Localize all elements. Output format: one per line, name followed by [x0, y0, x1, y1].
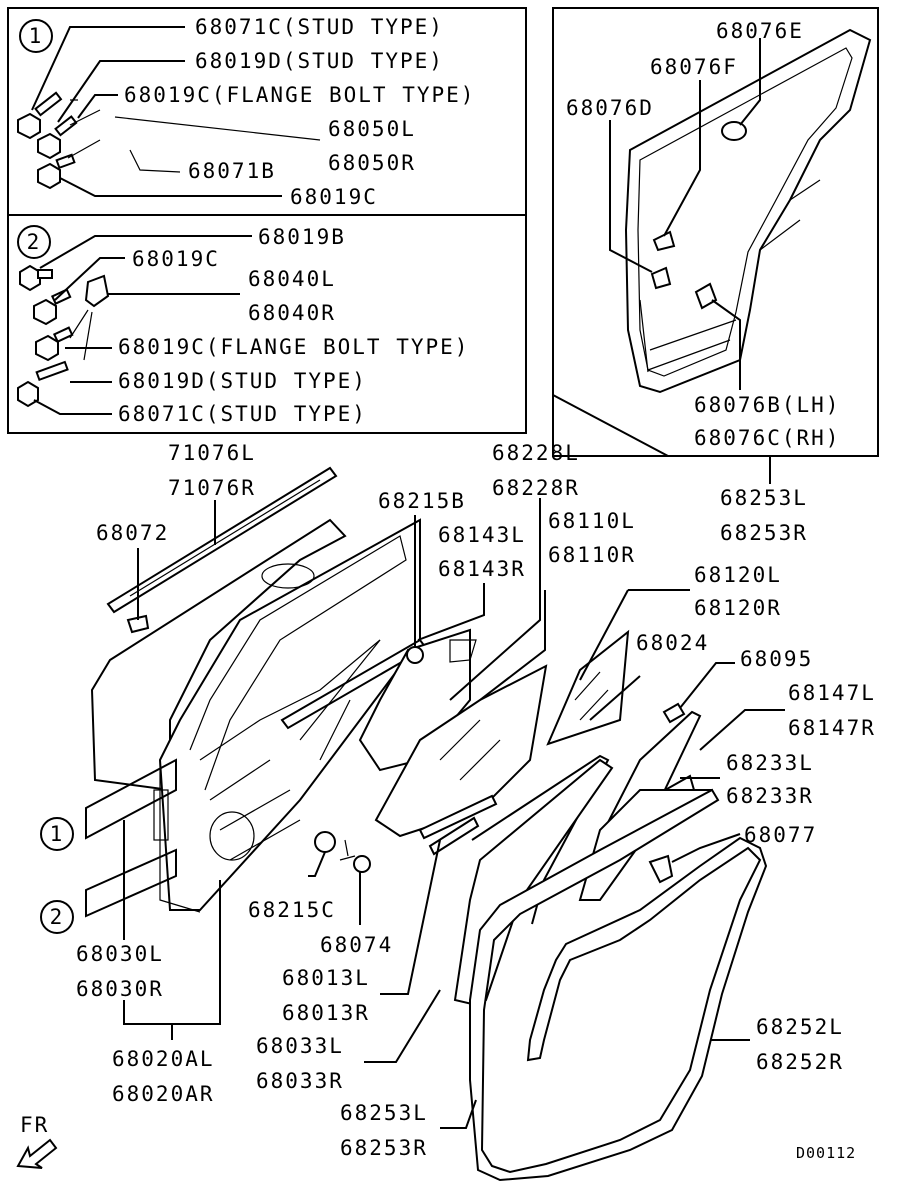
label-68143r: 68143R [438, 557, 526, 581]
label-68040r: 68040R [248, 301, 336, 325]
label-68147r: 68147R [788, 716, 876, 740]
label-68233l: 68233L [726, 751, 814, 775]
label-68253r-top: 68253R [720, 521, 808, 545]
label-68071c-stud: 68071C(STUD TYPE) [118, 402, 367, 426]
connector-line [552, 394, 771, 484]
label-68074: 68074 [320, 933, 393, 957]
box2-fasteners [17, 264, 110, 408]
leader [77, 94, 118, 119]
label-68050l: 68050L [328, 117, 416, 141]
callout-ref-1: 1 [50, 822, 65, 846]
leader [663, 80, 701, 237]
label-68228l: 68228L [492, 441, 580, 465]
front-direction-arrow-icon: FR [16, 1113, 58, 1169]
label-68215b: 68215B [378, 489, 466, 513]
trim-clips [650, 121, 747, 310]
label-68076e: 68076E [716, 19, 804, 43]
leader [39, 235, 252, 269]
label-68013l: 68013L [282, 966, 370, 990]
leader [609, 120, 653, 273]
label-68120l: 68120L [694, 563, 782, 587]
label-68077: 68077 [744, 823, 817, 847]
label-68033l: 68033L [256, 1034, 344, 1058]
door-opening-seal [469, 788, 768, 1182]
label-68215c: 68215C [248, 898, 336, 922]
leader [711, 299, 741, 390]
door-panel [90, 518, 421, 913]
leader [59, 177, 282, 197]
small-parts [126, 614, 686, 884]
label-68019c-flange: 68019C(FLANGE BOLT TYPE) [118, 335, 469, 359]
label-68050r: 68050R [328, 151, 416, 175]
callout-ref-2: 2 [50, 905, 65, 929]
inset-box-2 [7, 214, 527, 434]
label-68110r: 68110R [548, 543, 636, 567]
label-68019b: 68019B [258, 225, 346, 249]
label-71076r: 71076R [168, 476, 256, 500]
label-68253l: 68253L [340, 1101, 428, 1125]
leader [69, 309, 93, 361]
label-68252r: 68252R [756, 1050, 844, 1074]
label-68019d-stud: 68019D(STUD TYPE) [195, 49, 444, 73]
callout-marker-2: 2 [27, 230, 42, 254]
label-68143l: 68143L [438, 523, 526, 547]
quarter-glass [546, 629, 630, 746]
label-68030l: 68030L [76, 942, 164, 966]
label-68076f: 68076F [650, 55, 738, 79]
label-68019c: 68019C [132, 247, 220, 271]
leader [739, 38, 761, 126]
leader [57, 60, 185, 123]
label-68013r: 68013R [282, 1001, 370, 1025]
diagram-code: D00112 [796, 1144, 856, 1162]
label-68020ar: 68020AR [112, 1082, 215, 1106]
callout-circle-2 [17, 225, 51, 259]
callout-marker-1: 1 [29, 24, 44, 48]
label-68076d: 68076D [566, 96, 654, 120]
label-68253r: 68253R [340, 1136, 428, 1160]
callout-circle-1 [19, 19, 53, 53]
label-68233r: 68233R [726, 784, 814, 808]
fr-label: FR [20, 1113, 49, 1137]
leader [54, 257, 125, 301]
label-68033r: 68033R [256, 1069, 344, 1093]
label-68072: 68072 [96, 521, 169, 545]
label-68110l: 68110L [548, 509, 636, 533]
label-68071c-stud: 68071C(STUD TYPE) [195, 15, 444, 39]
label-68252l: 68252L [756, 1015, 844, 1039]
label-68019c-flange: 68019C(FLANGE BOLT TYPE) [124, 83, 475, 107]
window-regulator [280, 628, 477, 772]
leader [67, 99, 101, 159]
main-leaders [123, 498, 785, 1129]
label-68019c: 68019C [290, 185, 378, 209]
label-68020al: 68020AL [112, 1047, 215, 1071]
label-71076l: 71076L [168, 441, 256, 465]
label-68040l: 68040L [248, 267, 336, 291]
leader [31, 26, 185, 111]
leader [129, 149, 181, 173]
belt-molding [106, 466, 338, 614]
leader [114, 116, 321, 141]
label-68120r: 68120R [694, 596, 782, 620]
label-68253l-top: 68253L [720, 486, 808, 510]
label-68071b: 68071B [188, 159, 276, 183]
inset-box-1 [7, 7, 527, 216]
label-68024: 68024 [636, 631, 709, 655]
label-68228r: 68228R [492, 476, 580, 500]
label-68019d-stud: 68019D(STUD TYPE) [118, 369, 367, 393]
label-68076c-rh: 68076C(RH) [694, 426, 840, 450]
trim-panel [624, 28, 872, 394]
label-68030r: 68030R [76, 977, 164, 1001]
door-glass [374, 664, 548, 838]
label-68095: 68095 [740, 647, 813, 671]
callout-refs: 1 2 [40, 758, 177, 934]
box1-fasteners [17, 91, 78, 190]
label-68076b-lh: 68076B(LH) [694, 393, 840, 417]
label-68147l: 68147L [788, 681, 876, 705]
leader [33, 399, 112, 415]
